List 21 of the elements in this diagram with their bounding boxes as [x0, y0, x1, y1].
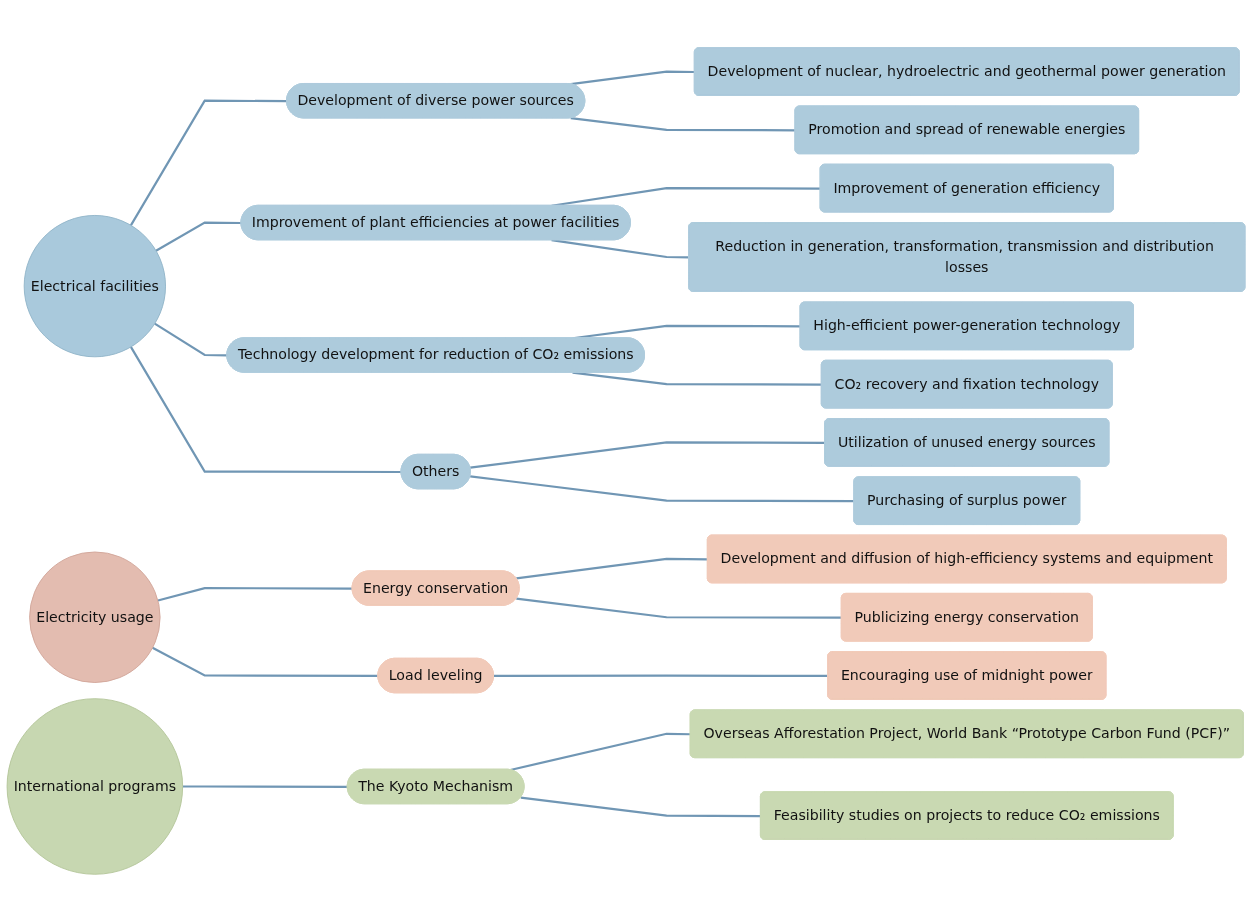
- node-circle: Electrical facilities: [23, 215, 166, 358]
- connector: [570, 117, 796, 132]
- connector: [510, 732, 691, 772]
- connector: [493, 674, 829, 678]
- connector: [470, 441, 826, 469]
- node-circle: Electricity usage: [29, 551, 161, 683]
- connector: [551, 239, 690, 259]
- connector: [157, 587, 353, 602]
- connector: [154, 322, 228, 357]
- connector: [470, 475, 855, 503]
- connector: [572, 371, 822, 386]
- connector: [129, 346, 402, 474]
- connector: [129, 99, 287, 226]
- connector: [182, 785, 348, 789]
- connector: [155, 221, 242, 252]
- connector: [520, 796, 761, 818]
- connector: [570, 70, 695, 86]
- connector: [152, 646, 379, 678]
- connector: [516, 597, 842, 619]
- connector: [516, 557, 708, 580]
- node-circle: International programs: [6, 698, 184, 875]
